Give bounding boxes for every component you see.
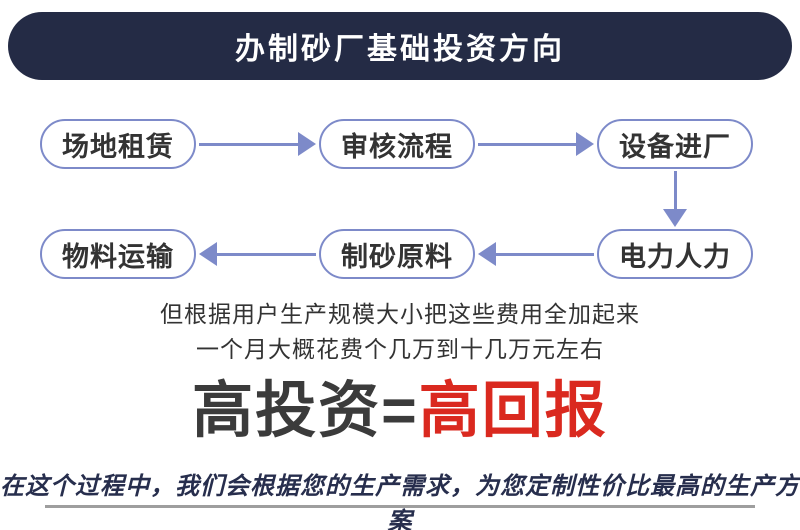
arrow-right-icon [478, 132, 594, 156]
flow-box-label: 制砂原料 [341, 241, 453, 272]
slogan-left-text: 高投资= [192, 376, 419, 444]
arrow-head [576, 132, 594, 156]
flow-box-label: 审核流程 [341, 131, 453, 162]
footer-note: 在这个过程中，我们会根据您的生产需求，为您定制性价比最高的生产方案 [0, 473, 800, 530]
arrow-right-icon [199, 132, 316, 156]
slogan: 高投资=高回报 [0, 372, 800, 448]
cost-description-line1: 但根据用户生产规模大小把这些费用全加起来 [160, 301, 640, 327]
arrow-head [199, 242, 217, 266]
flow-box-label: 场地租赁 [62, 131, 174, 162]
header-banner: 办制砂厂基础投资方向 [8, 12, 792, 80]
cost-description: 但根据用户生产规模大小把这些费用全加起来 一个月大概花费个几万到十几万元左右 [0, 297, 800, 367]
footer-divider [45, 505, 755, 508]
arrow-head [663, 209, 687, 227]
arrow-shaft [495, 252, 594, 256]
cost-description-line2: 一个月大概花费个几万到十几万元左右 [196, 336, 604, 362]
arrow-head [298, 132, 316, 156]
flow-box-power-manpower: 电力人力 [597, 229, 753, 279]
arrow-shaft [216, 252, 316, 256]
flow-box-material-transport: 物料运输 [40, 229, 196, 279]
arrow-left-icon [199, 242, 316, 266]
flow-box-review-process: 审核流程 [319, 119, 475, 169]
flow-box-label: 设备进厂 [619, 131, 731, 162]
flow-box-label: 物料运输 [62, 241, 174, 272]
flow-box-label: 电力人力 [619, 241, 731, 272]
flow-box-site-rental: 场地租赁 [40, 119, 196, 169]
arrow-left-icon [478, 242, 594, 266]
arrow-shaft [673, 171, 677, 210]
flow-box-equipment-entry: 设备进厂 [597, 119, 753, 169]
flow-box-sand-raw-material: 制砂原料 [319, 229, 475, 279]
arrow-down-icon [663, 171, 687, 227]
arrow-head [478, 242, 496, 266]
slogan-right-text: 高回报 [418, 376, 608, 444]
arrow-shaft [199, 142, 299, 146]
arrow-shaft [478, 142, 577, 146]
page-title: 办制砂厂基础投资方向 [235, 33, 565, 66]
